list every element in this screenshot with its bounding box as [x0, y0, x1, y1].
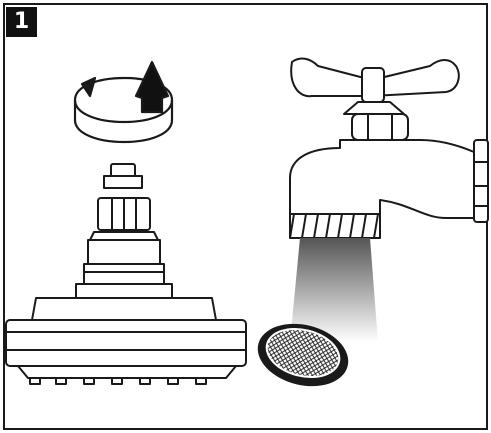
counterclockwise-rotate-arrow-icon — [73, 60, 174, 144]
water-spray — [290, 238, 378, 342]
step-number-badge: 1 — [6, 7, 37, 37]
screen-washer-icon — [257, 323, 349, 387]
faucet-icon — [289, 57, 489, 239]
showerhead-icon — [5, 163, 247, 385]
